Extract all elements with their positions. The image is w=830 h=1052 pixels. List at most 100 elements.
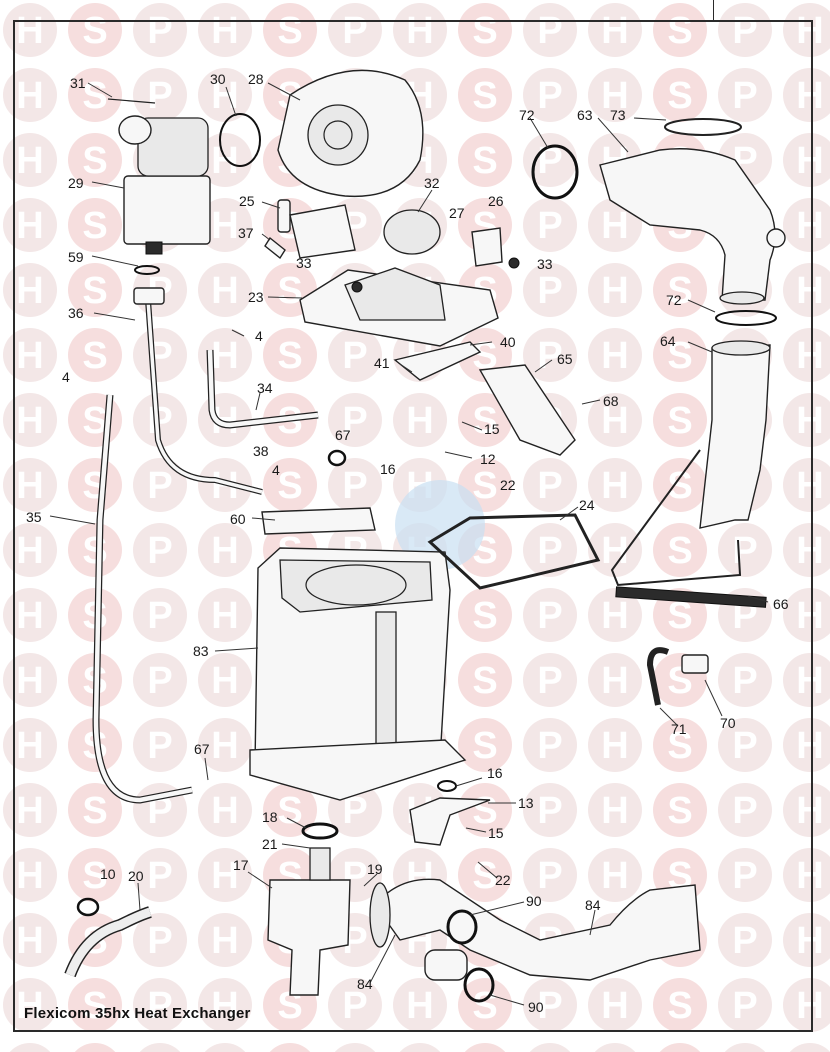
watermark-letter: P — [342, 400, 367, 442]
watermark-circle — [198, 588, 252, 642]
watermark-circle — [464, 1043, 506, 1052]
watermark-letter: H — [601, 725, 628, 767]
part-number-label: 31 — [70, 75, 86, 91]
watermark-letter: H — [406, 985, 433, 1027]
part-number-label: 38 — [253, 443, 269, 459]
part-number-label: 40 — [500, 334, 516, 350]
watermark-letter: P — [342, 10, 367, 52]
watermark-letter: H — [601, 660, 628, 702]
watermark-circle — [783, 198, 830, 252]
watermark-letter: H — [211, 205, 238, 247]
watermark-circle — [3, 133, 57, 187]
watermark-circle — [133, 393, 187, 447]
watermark-circle — [523, 523, 577, 577]
water-pipes — [92, 265, 347, 804]
part-number-label: 67 — [335, 427, 351, 443]
watermark-letter: S — [277, 465, 302, 507]
watermark-circle — [133, 913, 187, 967]
watermark-letter: P — [537, 725, 562, 767]
watermark-circle — [328, 328, 382, 382]
watermark-letter: H — [796, 985, 823, 1027]
watermark-circle — [3, 848, 57, 902]
watermark-letter: H — [16, 985, 43, 1027]
watermark-circle — [653, 68, 707, 122]
watermark-letter: H — [601, 790, 628, 832]
watermark-letter: P — [732, 985, 757, 1027]
watermark-letter: S — [82, 1050, 107, 1052]
part-number-label: 84 — [357, 976, 373, 992]
watermark-circle — [68, 133, 122, 187]
watermark-circle — [133, 653, 187, 707]
watermark-letter: H — [16, 75, 43, 117]
watermark-letter: H — [796, 920, 823, 962]
watermark-circle — [133, 718, 187, 772]
watermark-circle — [334, 1043, 376, 1052]
watermark-circle — [68, 3, 122, 57]
watermark-letter: S — [82, 75, 107, 117]
watermark-letter: H — [601, 75, 628, 117]
watermark-letter: S — [472, 660, 497, 702]
watermark-circle — [68, 783, 122, 837]
watermark-letter: P — [147, 75, 172, 117]
watermark-letter: P — [537, 1050, 562, 1052]
part-number-label: 4 — [272, 462, 280, 478]
watermark-circle — [3, 68, 57, 122]
watermark-letter: H — [406, 400, 433, 442]
gaskets — [427, 513, 767, 608]
part-number-label: 90 — [526, 893, 542, 909]
watermark-letter: S — [82, 205, 107, 247]
watermark-letter: P — [147, 985, 172, 1027]
watermark-letter: P — [537, 530, 562, 572]
watermark-letter: P — [537, 335, 562, 377]
watermark-letter: P — [147, 725, 172, 767]
watermark-circle — [263, 783, 317, 837]
condensate-trap — [64, 847, 351, 996]
watermark-letter: H — [16, 855, 43, 897]
watermark-letter: P — [732, 1050, 757, 1052]
watermark-circle — [588, 393, 642, 447]
watermark-letter: S — [667, 985, 692, 1027]
watermark-circle — [133, 458, 187, 512]
watermark-letter: P — [537, 75, 562, 117]
watermark-circle — [653, 263, 707, 317]
part-number-label: 15 — [484, 421, 500, 437]
watermark-letter: P — [537, 205, 562, 247]
watermark-letter: S — [472, 790, 497, 832]
watermark-circle — [458, 133, 512, 187]
part-number-label: 27 — [449, 205, 465, 221]
part-number-label: 12 — [480, 451, 496, 467]
watermark-letter: H — [16, 595, 43, 637]
watermark-circle — [458, 393, 512, 447]
watermark-letter: P — [732, 790, 757, 832]
watermark-circle — [523, 718, 577, 772]
watermark-circle — [588, 458, 642, 512]
watermark-letter: H — [16, 205, 43, 247]
watermark-circle — [588, 263, 642, 317]
watermark-circle — [68, 523, 122, 577]
watermark-circle — [133, 523, 187, 577]
watermark-circle — [328, 3, 382, 57]
watermark-letter: H — [601, 335, 628, 377]
watermark-circle — [68, 263, 122, 317]
watermark-letter: H — [796, 790, 823, 832]
part-number-label: 64 — [660, 333, 676, 349]
watermark-letter: S — [667, 75, 692, 117]
watermark-letter: S — [472, 595, 497, 637]
small-brackets — [264, 199, 503, 267]
watermark-circle — [393, 393, 447, 447]
watermark-letter: S — [82, 530, 107, 572]
watermark-letter: S — [82, 985, 107, 1027]
watermark-circle — [328, 458, 382, 512]
watermark-circle — [653, 718, 707, 772]
watermark-circle — [3, 978, 57, 1032]
watermark-letter: H — [16, 1050, 43, 1052]
watermark-circle — [458, 718, 512, 772]
watermark-circle — [653, 393, 707, 447]
watermark-circle — [529, 1043, 571, 1052]
watermark-letter: P — [732, 75, 757, 117]
watermark-letter: P — [147, 595, 172, 637]
watermark-letter: H — [601, 10, 628, 52]
watermark-circle — [783, 458, 830, 512]
watermark-letter: H — [211, 920, 238, 962]
